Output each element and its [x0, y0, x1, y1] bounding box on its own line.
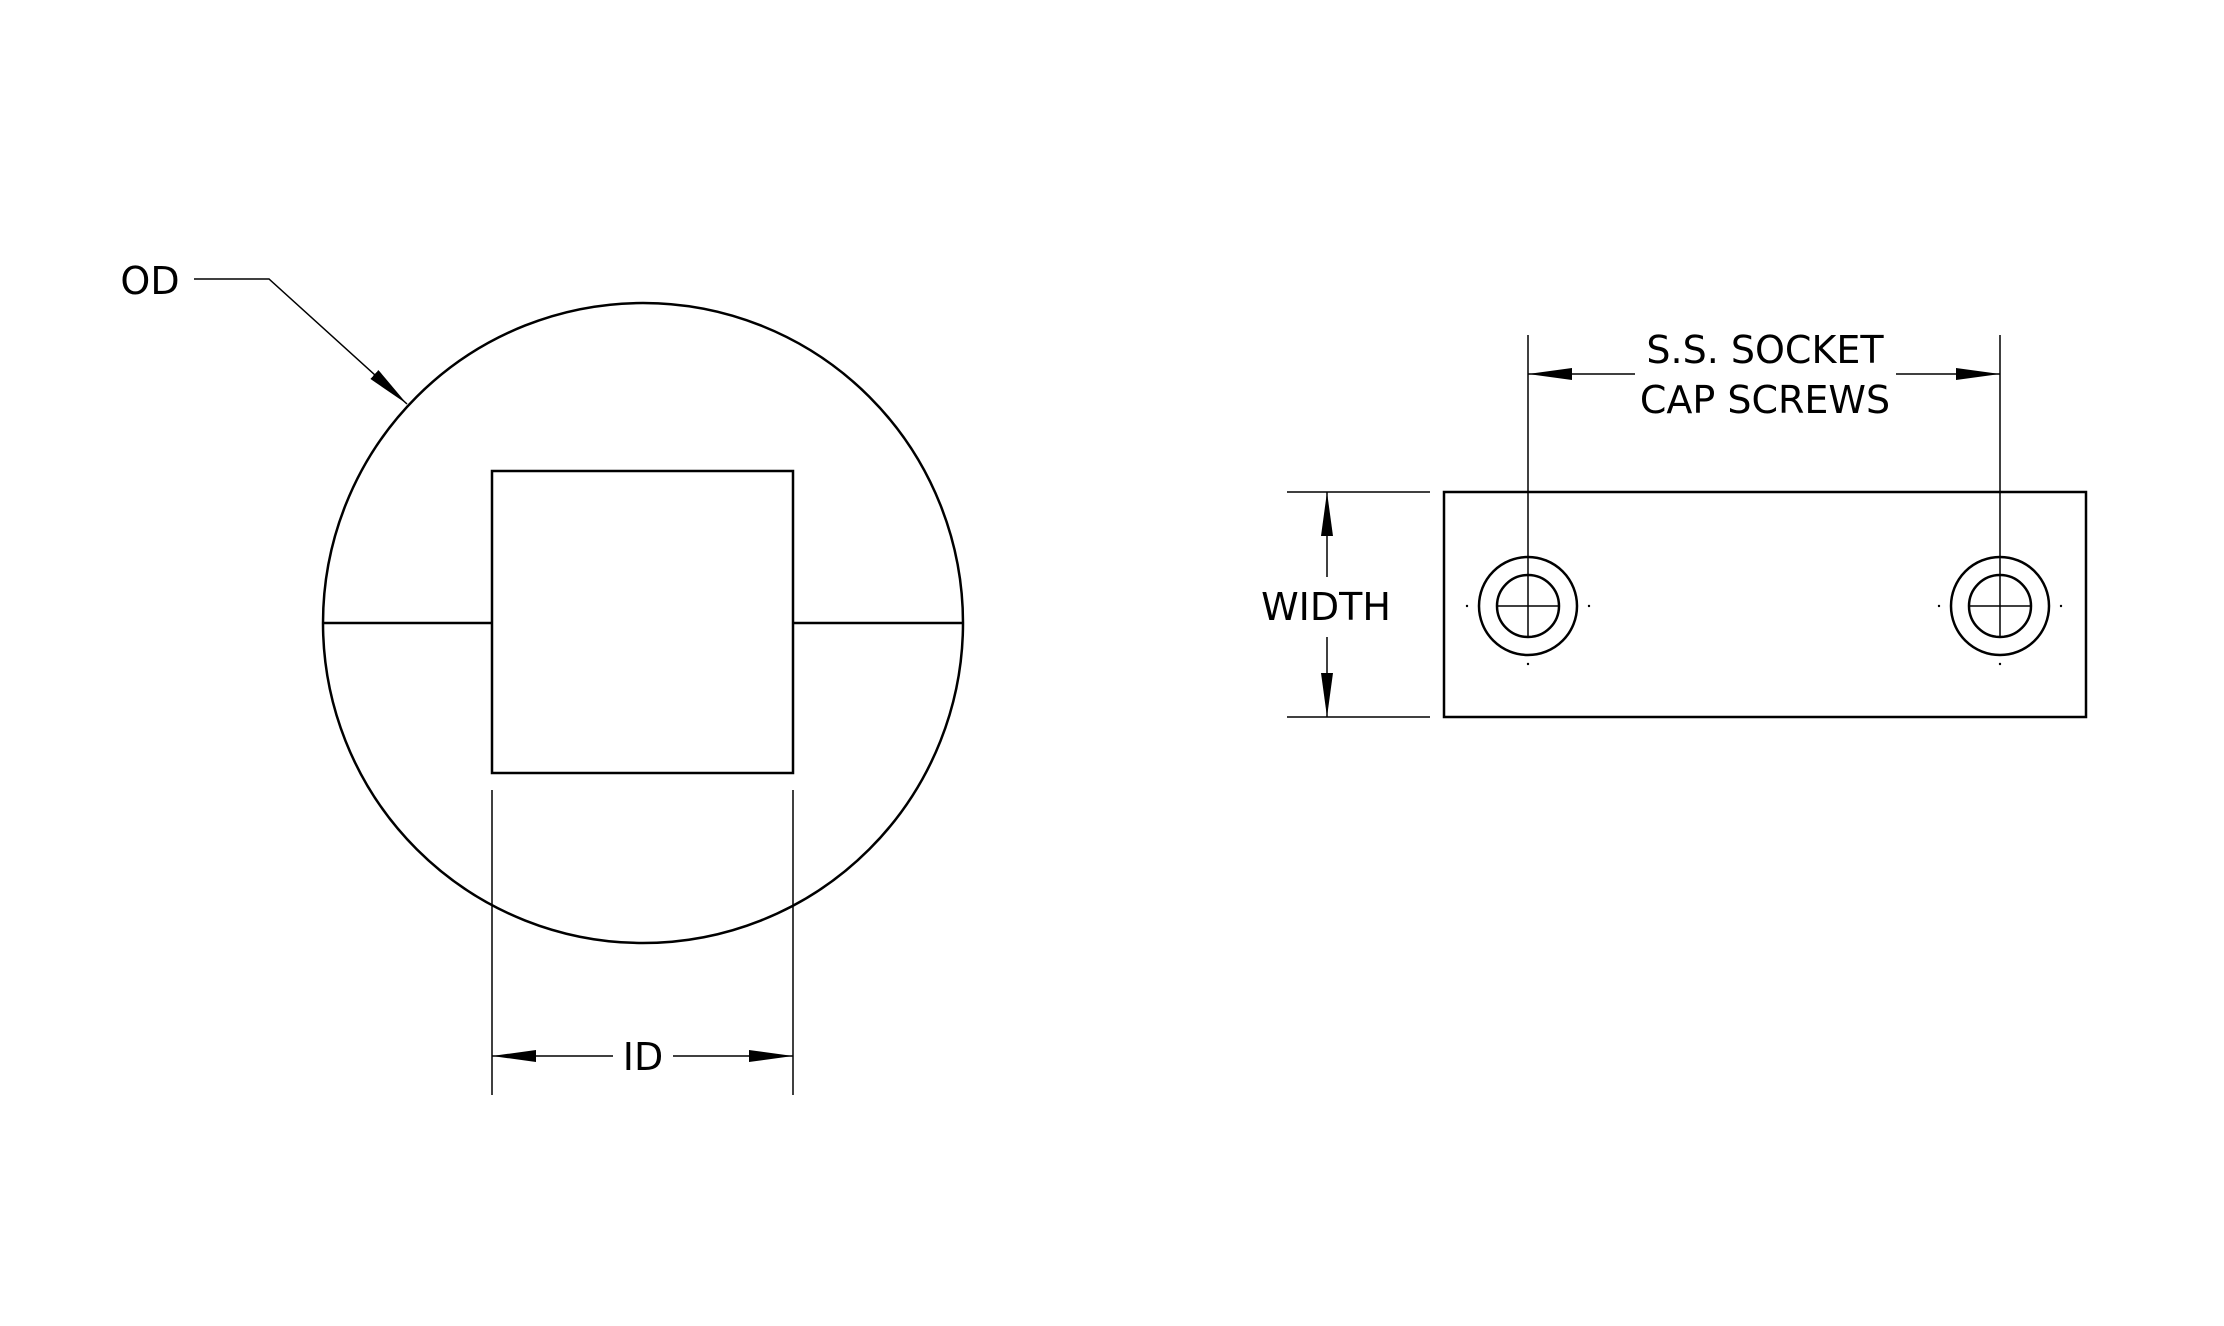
width-label: WIDTH	[1261, 585, 1391, 629]
center-dot	[1937, 604, 1941, 608]
center-dot	[1587, 604, 1591, 608]
id-label: ID	[623, 1035, 663, 1079]
center-dot	[1526, 662, 1530, 666]
left-view: OD ID	[120, 259, 965, 1095]
od-leader-line	[194, 278, 408, 405]
center-dot	[2059, 604, 2063, 608]
bar-outline	[1442, 490, 2088, 719]
center-dot	[1465, 604, 1469, 608]
screws-label-line2: CAP SCREWS	[1640, 378, 1890, 422]
screws-label-line1: S.S. SOCKET	[1646, 328, 1884, 372]
od-label: OD	[120, 259, 179, 303]
center-dot	[1998, 662, 2002, 666]
right-view: S.S. SOCKET CAP SCREWS WIDTH	[1261, 328, 2088, 719]
inner-square-bore	[490, 469, 795, 775]
